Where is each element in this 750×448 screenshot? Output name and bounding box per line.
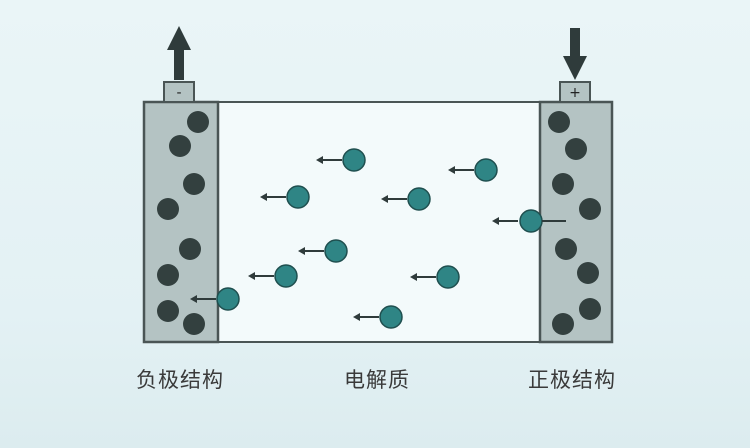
ion <box>353 305 403 329</box>
ion <box>190 287 240 311</box>
electrolyte-box <box>217 101 541 343</box>
negative-terminal: - <box>163 81 195 103</box>
electrode-particle <box>187 111 209 133</box>
electrolyte-label: 电解质 <box>344 368 410 392</box>
ion <box>248 264 298 288</box>
negative-electrode-label: 负极结构 <box>136 368 224 392</box>
electrode-particle <box>579 298 601 320</box>
electrode-particle <box>565 138 587 160</box>
arrow-up-icon <box>167 26 191 80</box>
electrode-particle <box>157 264 179 286</box>
arrow-down-icon <box>563 28 587 80</box>
electrode-particle <box>179 238 201 260</box>
ion <box>448 158 498 182</box>
positive-terminal-sign: + <box>569 85 581 101</box>
electrode-particle <box>579 198 601 220</box>
electrode-particle <box>157 300 179 322</box>
electrode-particle <box>555 238 577 260</box>
positive-terminal: + <box>559 81 591 103</box>
ion <box>260 185 310 209</box>
electrode-particle <box>548 111 570 133</box>
background-haze <box>0 358 750 448</box>
ion <box>381 187 431 211</box>
electrode-particle <box>552 313 574 335</box>
electrode-particle <box>169 135 191 157</box>
electrode-particle <box>552 173 574 195</box>
ion <box>410 265 460 289</box>
positive-electrode-particles <box>548 111 601 335</box>
positive-electrode-label: 正极结构 <box>528 368 616 392</box>
negative-terminal-sign: - <box>176 85 181 101</box>
ion <box>492 209 566 233</box>
electrode-particle <box>577 262 599 284</box>
negative-electrode-particles <box>157 111 209 335</box>
ion <box>316 148 366 172</box>
electrode-particle <box>157 198 179 220</box>
ions <box>190 148 566 329</box>
electrode-particle <box>183 173 205 195</box>
ion <box>298 239 348 263</box>
electrode-particle <box>183 313 205 335</box>
